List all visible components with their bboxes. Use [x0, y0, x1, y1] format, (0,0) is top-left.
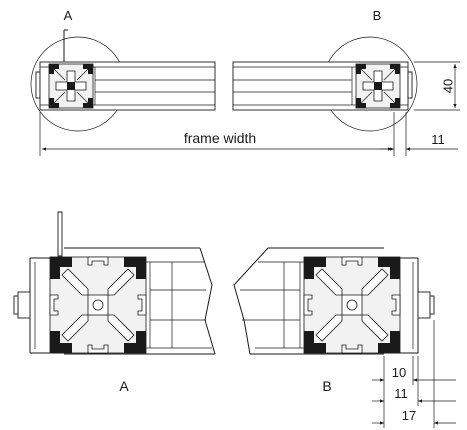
dimension-11-top: 11 — [380, 132, 458, 151]
frame-right-piece — [232, 61, 413, 111]
dimension-11-text: 11 — [394, 386, 408, 401]
dimension-height-40: 40 — [414, 61, 460, 111]
frame-width-text: frame width — [184, 130, 256, 146]
detail-label-b-top: B — [373, 8, 382, 23]
frame-left-piece — [35, 29, 216, 111]
dimension-17-text: 17 — [402, 408, 416, 423]
dimension-stack: 10 11 17 — [372, 320, 456, 428]
dimension-frame-width: frame width — [39, 112, 407, 156]
dimension-11-top-text: 11 — [431, 132, 445, 147]
detail-b-drawing — [233, 247, 435, 355]
top-view: A B — [30, 8, 460, 156]
detail-label-a-top: A — [64, 8, 73, 23]
detail-view: A B 10 11 17 — [13, 211, 456, 428]
dimension-40-text: 40 — [440, 79, 455, 93]
detail-label-a-bottom: A — [119, 378, 129, 394]
dimension-10-text: 10 — [392, 365, 406, 380]
detail-label-b-bottom: B — [322, 378, 331, 394]
detail-a-drawing — [13, 211, 216, 355]
